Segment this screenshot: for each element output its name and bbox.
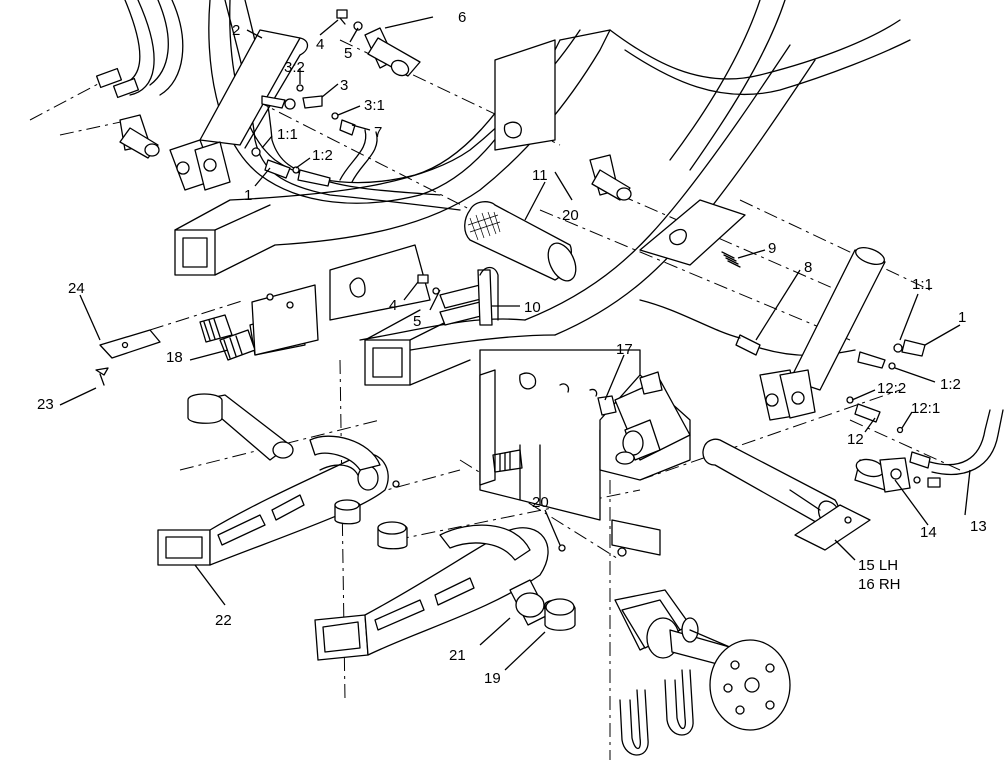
callout-3-2: 3:2 (284, 59, 305, 76)
pin-6 (364, 27, 421, 77)
callout-20-bottom: 20 (532, 494, 549, 511)
callout-11: 11 (532, 167, 548, 184)
callout-1-1-left: 1:1 (277, 126, 298, 143)
bracket-10 (417, 266, 499, 326)
callout-23: 23 (37, 396, 54, 413)
callout-19: 19 (484, 670, 501, 687)
callout-4-top: 4 (316, 36, 324, 53)
callout-1-2-right: 1:2 (940, 376, 961, 393)
hydraulic-hoses (95, 0, 461, 211)
callout-1-left: 1 (244, 187, 252, 204)
quick-couplers-18 (199, 284, 319, 361)
callout-4-mid: 4 (389, 297, 397, 314)
plate-24 (99, 329, 161, 359)
pin-middle (589, 154, 632, 201)
callout-13: 13 (970, 518, 987, 535)
pin-left (119, 114, 160, 159)
callout-9: 9 (768, 240, 776, 257)
callout-1-2-left: 1:2 (312, 147, 333, 164)
callout-17: 17 (616, 341, 633, 358)
bushings (334, 480, 408, 550)
callout-5-top: 5 (344, 45, 352, 62)
lift-cylinder-mount-right (759, 247, 886, 421)
screw-23 (95, 367, 109, 386)
callout-5-mid: 5 (413, 313, 421, 330)
arm-21 (314, 524, 576, 661)
callout-3: 3 (340, 77, 348, 94)
callout-10: 10 (524, 299, 541, 316)
callout-21: 21 (449, 647, 466, 664)
lift-cylinder-mount-2 (169, 29, 309, 191)
callout-7: 7 (374, 124, 382, 141)
callout-1-1-right: 1:1 (912, 276, 933, 293)
hydraulic-cylinder-11 (464, 201, 577, 282)
wheel-hub (611, 519, 791, 756)
callout-2: 2 (232, 22, 240, 39)
callout-1-right: 1 (958, 309, 966, 326)
callout-16-rh: 16 RH (858, 576, 901, 593)
callout-12-1: 12:1 (911, 400, 940, 417)
center-mount (479, 349, 691, 521)
callout-12-2: 12:2 (877, 380, 906, 397)
callout-6: 6 (458, 9, 466, 26)
callout-12: 12 (847, 431, 864, 448)
callout-18: 18 (166, 349, 183, 366)
callout-14: 14 (920, 524, 937, 541)
callout-8: 8 (804, 259, 812, 276)
callout-20-top: 20 (562, 207, 579, 224)
rocker-shaft-15-16 (702, 438, 871, 551)
callout-3-1: 3:1 (364, 97, 385, 114)
arm-22 (157, 393, 389, 566)
fittings-right (846, 339, 1004, 476)
pin-14 (854, 457, 941, 493)
callout-22: 22 (215, 612, 232, 629)
callout-labels: 2 4 5 6 3:2 3 3:1 7 1:1 1:2 1 11 20 9 8 … (37, 9, 987, 687)
callout-24: 24 (68, 280, 85, 297)
spring-9 (721, 251, 741, 268)
fittings-top (251, 9, 441, 196)
callout-15-lh: 15 LH (858, 557, 898, 574)
leader-lines (59, 16, 971, 671)
